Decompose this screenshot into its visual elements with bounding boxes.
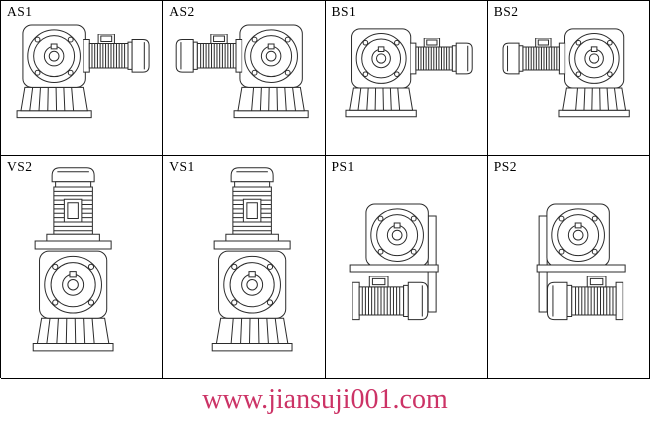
mirrored-assembly <box>211 167 293 352</box>
cell-label-vs2: VS2 <box>7 159 33 174</box>
bs2-drawing <box>502 28 630 118</box>
cell-label-ps1: PS1 <box>331 159 355 174</box>
cell-label-bs2: BS2 <box>493 4 519 19</box>
motor-side-view <box>83 34 150 73</box>
motor-vertical-view <box>46 167 100 242</box>
mounting-flange-plate <box>350 265 438 272</box>
cell-label-ps2: PS2 <box>493 159 518 174</box>
gearbox-front-view <box>211 250 293 352</box>
motor-side-view <box>351 276 428 321</box>
cell-vs2: VS2 <box>1 156 164 379</box>
gearbox-front-view <box>233 24 309 119</box>
as1-drawing <box>16 24 150 119</box>
motor-side-view <box>409 38 473 75</box>
cell-as2: AS2 <box>163 1 326 156</box>
cell-label-vs1: VS1 <box>169 159 195 174</box>
cell-label-bs1: BS1 <box>331 4 357 19</box>
motor-side-view <box>546 276 623 321</box>
mirrored-assembly <box>537 203 625 321</box>
ps2-drawing <box>488 203 649 321</box>
watermark-text: www.jiansuji001.com <box>202 383 448 415</box>
vertical-support-plate <box>539 216 547 312</box>
ps1-drawing <box>326 203 487 321</box>
watermark: www.jiansuji001.com <box>0 378 650 421</box>
gearbox-front-view <box>546 203 610 267</box>
cell-ps1: PS1 <box>325 156 488 379</box>
cell-bs2: BS2 <box>487 1 650 156</box>
mounting-flange-plate <box>35 241 111 249</box>
motor-side-view <box>176 34 243 73</box>
motor-side-view <box>502 38 565 75</box>
cell-vs1: VS1 <box>163 156 326 379</box>
mirrored-assembly <box>176 24 309 119</box>
gearbox-front-view <box>558 28 630 118</box>
bs1-drawing <box>345 28 473 118</box>
cell-label-as1: AS1 <box>7 4 33 19</box>
mounting-flange-plate <box>537 265 625 272</box>
mirrored-assembly <box>502 28 630 118</box>
cell-bs1: BS1 <box>325 1 488 156</box>
vertical-support-plate <box>428 216 436 312</box>
gearbox-front-view <box>16 24 92 119</box>
cell-label-as2: AS2 <box>169 4 195 19</box>
vs1-drawing <box>211 167 293 352</box>
gearbox-front-view <box>32 250 114 352</box>
gearbox-front-view <box>345 28 417 118</box>
cell-ps2: PS2 <box>487 156 650 379</box>
motor-vertical-view <box>225 167 280 242</box>
vs2-drawing <box>32 167 114 352</box>
mounting-positions-table: AS1 AS2 BS1 BS2 <box>0 0 650 379</box>
mounting-flange-plate <box>214 241 290 249</box>
as2-drawing <box>176 24 309 119</box>
gearbox-front-view <box>364 203 429 267</box>
cell-as1: AS1 <box>1 1 164 156</box>
